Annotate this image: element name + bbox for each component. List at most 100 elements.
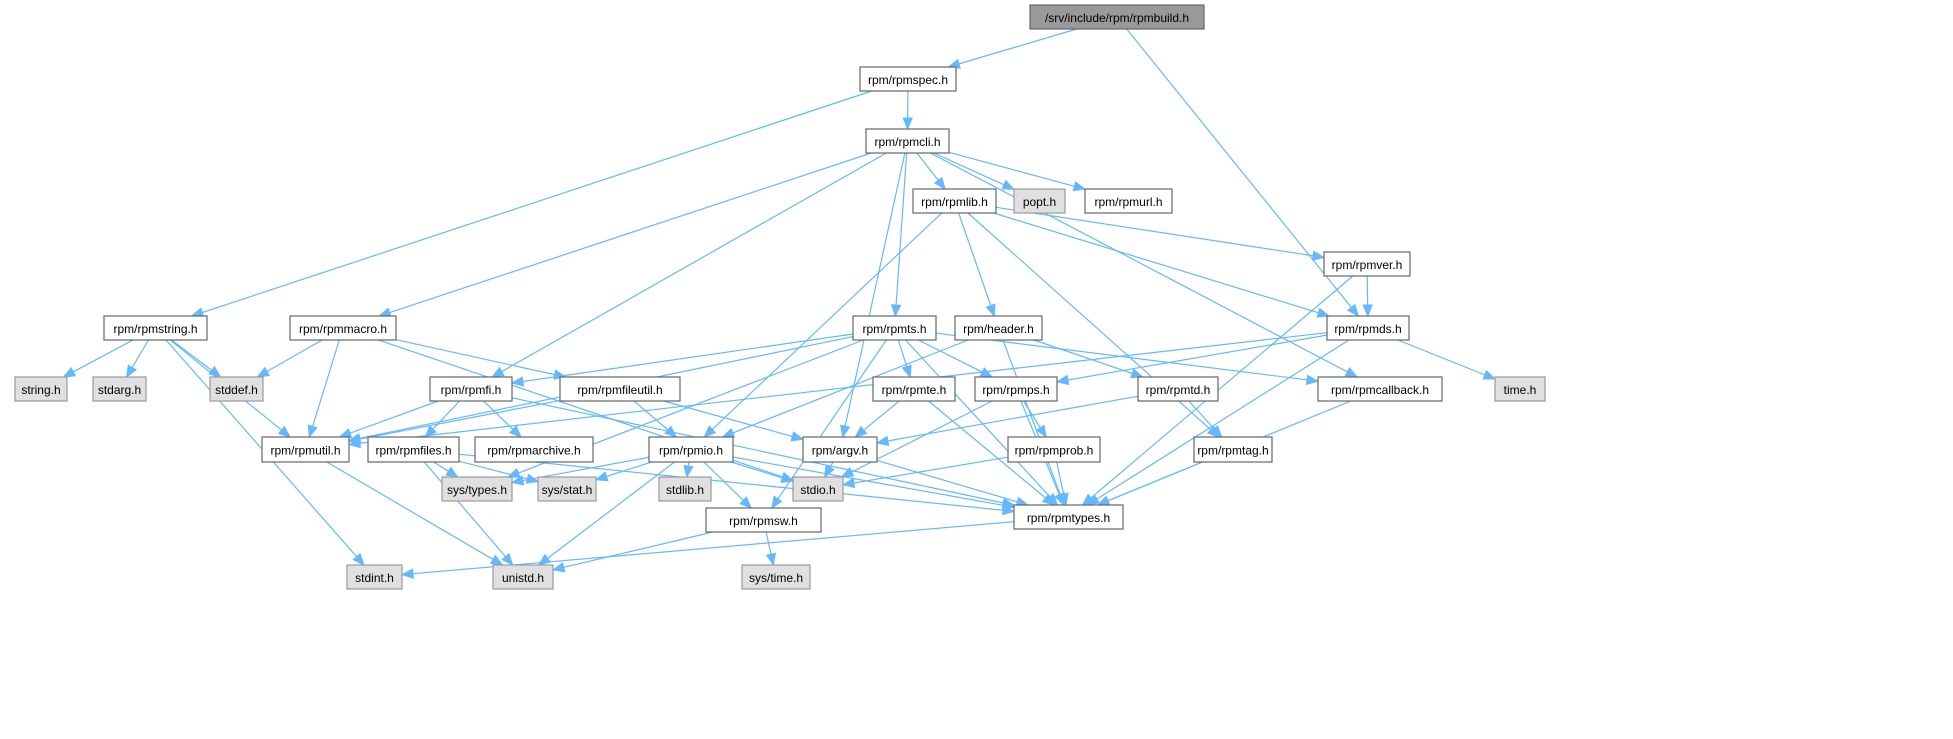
node-rpmts[interactable]: rpm/rpmts.h <box>852 315 937 341</box>
node-rpmmacro[interactable]: rpm/rpmmacro.h <box>289 315 397 341</box>
node-box <box>852 315 937 341</box>
edge-argv-to-stdio <box>829 461 834 468</box>
edge-rpmcli-to-rpmts <box>895 152 908 306</box>
edge-rpmstring-to-string <box>72 339 134 373</box>
node-stdio: stdio.h <box>792 476 844 502</box>
node-rpmte[interactable]: rpm/rpmte.h <box>872 376 956 402</box>
node-box <box>1007 436 1101 463</box>
node-label: time.h <box>1504 383 1537 397</box>
node-rpmsw[interactable]: rpm/rpmsw.h <box>705 507 822 533</box>
arrowhead-icon <box>338 428 353 438</box>
arrowhead-icon <box>840 424 851 439</box>
node-rpmprob[interactable]: rpm/rpmprob.h <box>1007 436 1101 463</box>
edge-rpmds-to-rpmps <box>1067 334 1328 381</box>
edge-rpmsw-to-unistd <box>563 531 714 568</box>
arrowhead-icon <box>256 366 271 378</box>
node-rpmtd[interactable]: rpm/rpmtd.h <box>1137 376 1219 402</box>
node-argv[interactable]: rpm/argv.h <box>802 436 878 463</box>
node-box <box>559 376 681 402</box>
node-label: rpm/rpmfileutil.h <box>577 383 662 397</box>
node-box <box>648 436 734 463</box>
arrowhead-icon <box>683 464 694 479</box>
node-rpmarchive[interactable]: rpm/rpmarchive.h <box>474 436 594 463</box>
arrowhead-icon <box>721 427 736 438</box>
node-label: stdarg.h <box>98 383 141 397</box>
arrowhead-icon <box>841 477 856 489</box>
edge-rpmcli-to-rpmlib <box>916 152 939 181</box>
node-rpmstring[interactable]: rpm/rpmstring.h <box>103 315 208 341</box>
node-label: rpm/rpmfi.h <box>441 383 502 397</box>
arrowhead-icon <box>840 467 855 478</box>
node-rpmds[interactable]: rpm/rpmds.h <box>1326 315 1410 341</box>
node-box <box>1193 436 1273 463</box>
node-unistd: unistd.h <box>492 564 554 590</box>
arrowhead-icon <box>854 425 868 438</box>
node-label: rpm/rpmver.h <box>1332 258 1403 272</box>
node-box <box>658 476 712 502</box>
node-box <box>1013 188 1066 214</box>
node-rpmspec[interactable]: rpm/rpmspec.h <box>859 66 957 92</box>
arrowhead-icon <box>1058 492 1069 507</box>
edge-rpmbuild-to-rpmspec <box>958 28 1077 65</box>
arrowhead-icon <box>1001 500 1016 511</box>
edge-rpmds-to-time <box>1397 339 1486 376</box>
node-rpmutil[interactable]: rpm/rpmutil.h <box>261 436 350 463</box>
arrowhead-icon <box>347 433 362 445</box>
node-label: rpm/rpmutil.h <box>270 444 340 458</box>
arrowhead-icon <box>125 364 137 379</box>
node-label: rpm/header.h <box>963 322 1034 336</box>
arrowhead-icon <box>489 554 504 566</box>
node-label: sys/stat.h <box>542 483 593 497</box>
arrowhead-icon <box>1035 424 1047 439</box>
node-rpmlib[interactable]: rpm/rpmlib.h <box>912 188 997 214</box>
edge-rpmfiles-to-sysstat <box>458 460 528 480</box>
arrowhead-icon <box>510 376 525 387</box>
node-label: popt.h <box>1023 195 1056 209</box>
node-box <box>492 564 554 590</box>
node-rpmtag[interactable]: rpm/rpmtag.h <box>1193 436 1273 463</box>
edge-rpmio-to-stdlib <box>687 461 690 467</box>
node-rpmcli[interactable]: rpm/rpmcli.h <box>865 128 950 154</box>
edge-rpmte-to-rpmtypes <box>928 400 1046 499</box>
node-label: rpm/rpmprob.h <box>1015 444 1094 458</box>
node-rpmtypes[interactable]: rpm/rpmtypes.h <box>1013 504 1124 530</box>
node-label: /srv/include/rpm/rpmbuild.h <box>1045 11 1189 25</box>
node-rpmver[interactable]: rpm/rpmver.h <box>1323 251 1411 277</box>
edge-rpmte-to-argv <box>863 400 900 431</box>
node-time: time.h <box>1494 376 1546 402</box>
edge-header-to-rpmtypes <box>1002 339 1061 495</box>
edge-header-to-rpmtd <box>1033 339 1133 375</box>
node-stdlib: stdlib.h <box>658 476 712 502</box>
node-rpmurl[interactable]: rpm/rpmurl.h <box>1084 188 1173 214</box>
node-rpmfiles[interactable]: rpm/rpmfiles.h <box>367 436 460 463</box>
edge-rpmutil-to-unistd <box>326 461 494 560</box>
node-box <box>92 376 147 402</box>
node-label: unistd.h <box>502 571 544 585</box>
arrowhead-icon <box>509 425 522 438</box>
node-string: string.h <box>14 376 68 402</box>
arrowhead-icon <box>890 304 902 318</box>
node-box <box>1137 376 1219 402</box>
edge-rpmspec-to-rpmstring <box>202 90 872 314</box>
arrowhead-icon <box>901 364 912 379</box>
arrowhead-icon <box>739 496 753 509</box>
edge-rpmmacro-to-rpmutil <box>312 339 340 427</box>
edge-rpmstring-to-stddef <box>171 339 213 371</box>
node-rpmfileutil[interactable]: rpm/rpmfileutil.h <box>559 376 681 402</box>
node-rpmfi[interactable]: rpm/rpmfi.h <box>429 376 513 402</box>
node-label: rpm/rpmfiles.h <box>375 444 451 458</box>
edge-rpmcli-to-rpmmacro <box>389 152 872 314</box>
node-rpmio[interactable]: rpm/rpmio.h <box>648 436 734 463</box>
node-label: rpm/argv.h <box>812 444 868 458</box>
node-rpmbuild: /srv/include/rpm/rpmbuild.h <box>1029 4 1205 30</box>
arrowhead-icon <box>510 475 525 486</box>
node-header[interactable]: rpm/header.h <box>954 315 1043 341</box>
edge-rpmstring-to-stdint <box>165 339 358 558</box>
node-box <box>1084 188 1173 214</box>
node-rpmps[interactable]: rpm/rpmps.h <box>974 376 1058 402</box>
edge-rpmfiles-to-unistd <box>423 461 506 558</box>
edge-rpmfileutil-to-rpmutil <box>359 399 561 440</box>
edge-rpmps-to-rpmprob <box>1023 400 1041 429</box>
edge-rpmfiles-to-systypes <box>433 461 449 472</box>
node-rpmcallback[interactable]: rpm/rpmcallback.h <box>1317 376 1443 402</box>
